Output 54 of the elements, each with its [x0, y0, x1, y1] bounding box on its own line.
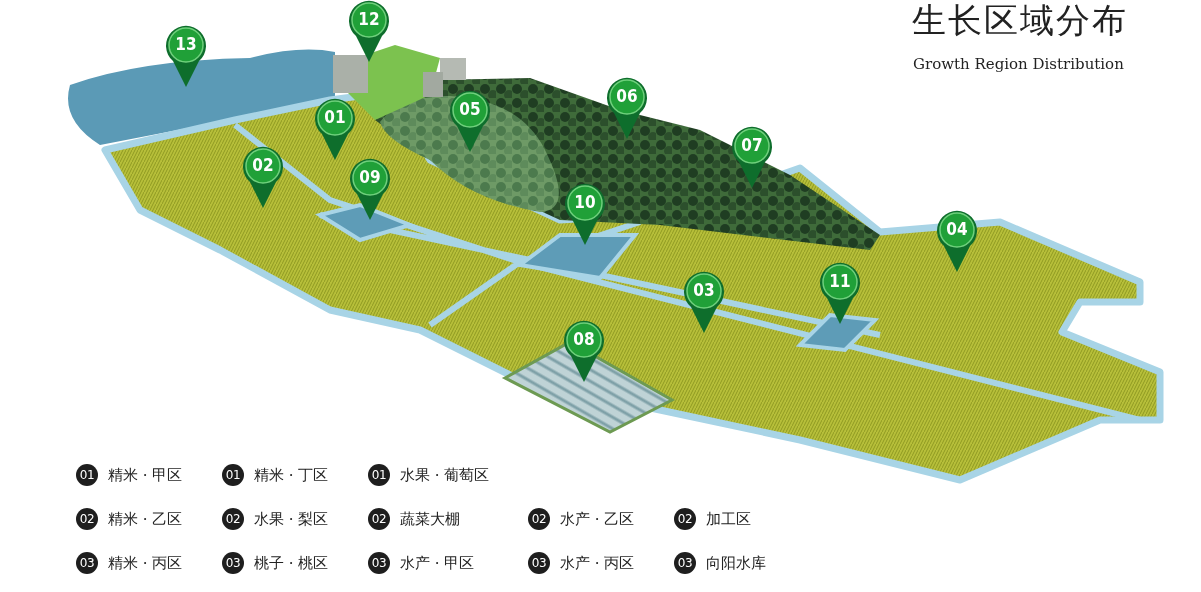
zone-name: 水产 · 甲区 [400, 553, 475, 574]
number-badge: 03 [368, 552, 390, 574]
map-pin [683, 270, 725, 334]
map-pin [606, 76, 648, 140]
number-badge: 01 [368, 464, 390, 486]
number-badge: 02 [528, 508, 550, 530]
subtitle-text: Growth Region Distribution [913, 54, 1124, 74]
map-pin [314, 97, 356, 161]
zone-name: 加工区 [706, 509, 751, 530]
zone-name: 向阳水库 [706, 553, 766, 574]
zone-name: 精米 · 甲区 [108, 465, 183, 486]
number-badge: 02 [222, 508, 244, 530]
pin-number: 09 [358, 166, 382, 188]
number-badge: 01 [222, 464, 244, 486]
pin-number: 04 [945, 218, 969, 240]
map-pin [563, 319, 605, 383]
pin-number: 07 [740, 134, 764, 156]
zone-name: 水产 · 丙区 [560, 553, 635, 574]
map-pin [936, 209, 978, 273]
title-text: 生长区域分布 [912, 0, 1128, 40]
map-pin [165, 24, 207, 88]
number-badge: 02 [76, 508, 98, 530]
number-badge: 03 [674, 552, 696, 574]
pin-number: 01 [323, 106, 347, 128]
pin-number: 02 [251, 154, 275, 176]
zone-name: 水果 · 梨区 [254, 509, 329, 530]
pin-number: 12 [357, 8, 381, 30]
map-pin [564, 182, 606, 246]
map-pin [731, 125, 773, 189]
zone-name: 水产 · 乙区 [560, 509, 635, 530]
map-pin [348, 0, 390, 63]
pin-number: 05 [458, 98, 482, 120]
map-pin [349, 157, 391, 221]
pin-number: 03 [692, 279, 716, 301]
zone-name: 水果 · 葡萄区 [400, 465, 490, 486]
zone-name: 蔬菜大棚 [400, 509, 460, 530]
pin-number: 10 [573, 191, 597, 213]
pin-number: 13 [174, 33, 198, 55]
pin-number: 08 [572, 328, 596, 350]
pin-number: 11 [828, 270, 852, 292]
number-badge: 03 [76, 552, 98, 574]
map-pin [819, 261, 861, 325]
pin-number: 06 [615, 85, 639, 107]
number-badge: 02 [674, 508, 696, 530]
zone-name: 精米 · 丙区 [108, 553, 183, 574]
zone-name: 精米 · 乙区 [108, 509, 183, 530]
zone-name: 桃子 · 桃区 [254, 553, 329, 574]
number-badge: 01 [76, 464, 98, 486]
number-badge: 03 [528, 552, 550, 574]
map-pin [242, 145, 284, 209]
number-badge: 02 [368, 508, 390, 530]
number-badge: 03 [222, 552, 244, 574]
zone-name: 精米 · 丁区 [254, 465, 329, 486]
map-pin [449, 89, 491, 153]
